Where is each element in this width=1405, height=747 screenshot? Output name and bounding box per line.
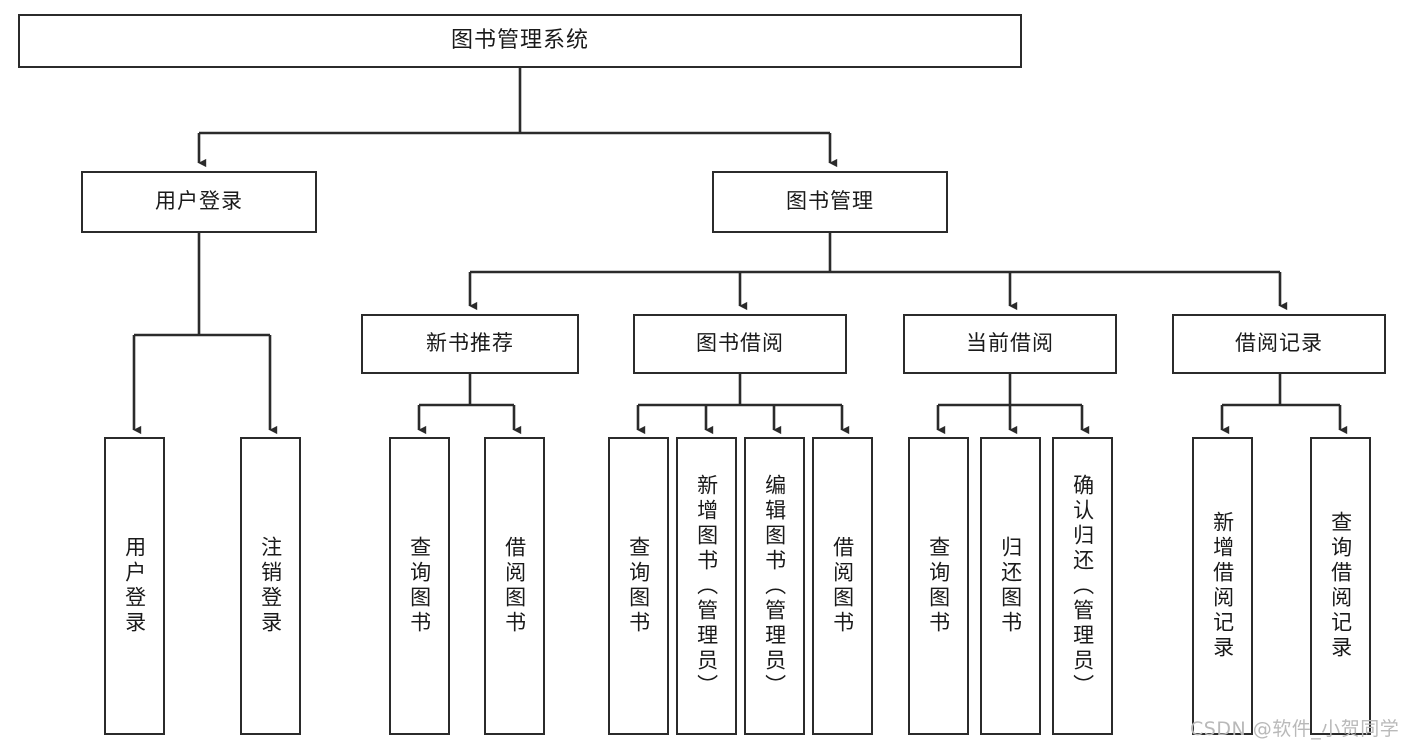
leaf-label: 归还图书 [998,536,1023,636]
leaf-user-login-login[interactable]: 用户登录 [104,437,165,735]
leaf-book-borrow-borrow[interactable]: 借阅图书 [812,437,873,735]
leaf-label: 用户登录 [122,536,147,636]
leaf-label: 查询借阅记录 [1328,511,1353,661]
leaf-current-borrow-return[interactable]: 归还图书 [980,437,1041,735]
leaf-label: 借阅图书 [502,536,527,636]
node-user-login-label: 用户登录 [155,189,243,214]
leaf-borrow-record-add[interactable]: 新增借阅记录 [1192,437,1253,735]
node-new-book-recommend[interactable]: 新书推荐 [361,314,579,374]
leaf-book-borrow-query[interactable]: 查询图书 [608,437,669,735]
node-root-label: 图书管理系统 [450,27,589,53]
leaf-label: 新增图书（管理员） [694,473,719,699]
node-book-management[interactable]: 图书管理 [712,171,948,233]
leaf-label: 查询图书 [926,536,951,636]
leaf-label: 借阅图书 [830,536,855,636]
leaf-book-borrow-add[interactable]: 新增图书（管理员） [676,437,737,735]
leaf-new-book-borrow[interactable]: 借阅图书 [484,437,545,735]
node-root-system[interactable]: 图书管理系统 [18,14,1022,68]
leaf-book-borrow-edit[interactable]: 编辑图书（管理员） [744,437,805,735]
leaf-new-book-query[interactable]: 查询图书 [389,437,450,735]
leaf-borrow-record-query[interactable]: 查询借阅记录 [1310,437,1371,735]
node-borrow-record[interactable]: 借阅记录 [1172,314,1386,374]
leaf-label: 新增借阅记录 [1210,511,1235,661]
leaf-label: 编辑图书（管理员） [762,473,787,699]
leaf-label: 查询图书 [626,536,651,636]
node-borrow-record-label: 借阅记录 [1235,331,1323,356]
node-user-login[interactable]: 用户登录 [81,171,317,233]
leaf-user-login-logout[interactable]: 注销登录 [240,437,301,735]
node-book-borrow-label: 图书借阅 [696,331,784,356]
leaf-label: 确认归还（管理员） [1070,473,1095,699]
node-current-borrow[interactable]: 当前借阅 [903,314,1117,374]
node-book-management-label: 图书管理 [786,189,874,214]
leaf-label: 注销登录 [258,536,283,636]
node-book-borrow[interactable]: 图书借阅 [633,314,847,374]
watermark-text: CSDN @软件_小贺同学 [1190,718,1400,740]
leaf-current-borrow-confirm-return[interactable]: 确认归还（管理员） [1052,437,1113,735]
node-current-borrow-label: 当前借阅 [966,331,1054,356]
leaf-current-borrow-query[interactable]: 查询图书 [908,437,969,735]
leaf-label: 查询图书 [407,536,432,636]
node-new-book-recommend-label: 新书推荐 [426,331,514,356]
